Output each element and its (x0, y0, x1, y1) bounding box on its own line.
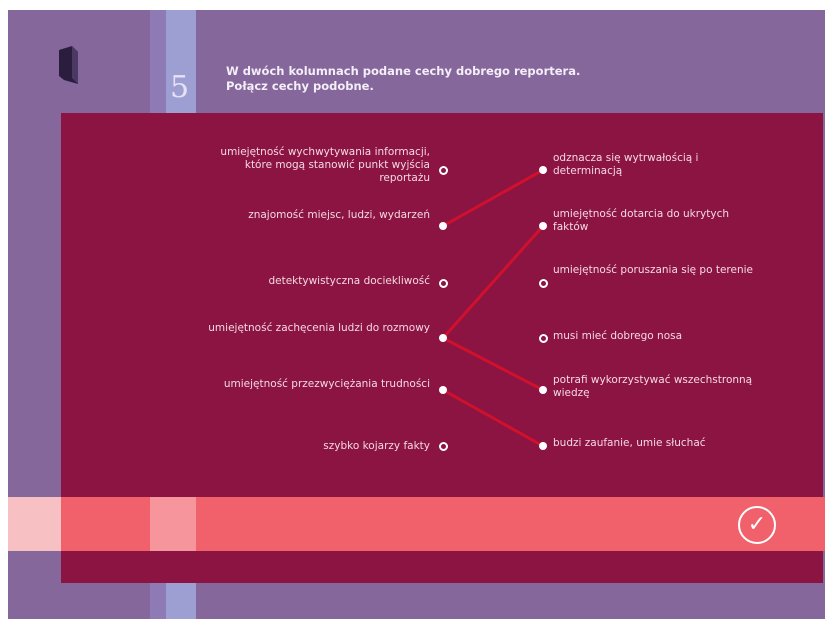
left-connector-dot[interactable] (439, 279, 448, 288)
instruction-line-2: Połącz cechy podobne. (226, 79, 374, 93)
left-item: umiejętność przezwyciężania trudności (223, 378, 430, 390)
left-connector-dot[interactable] (439, 334, 447, 342)
left-item: szybko kojarzy fakty (323, 440, 430, 452)
right-item: umiejętność dotarcia do ukrytych faktów (553, 208, 730, 233)
right-item: musi mieć dobrego nosa (553, 330, 683, 342)
right-connector-dot[interactable] (539, 386, 547, 394)
left-connector-dot[interactable] (439, 442, 448, 451)
left-item: detektywistyczna dociekliwość (268, 275, 430, 287)
exercise-screen: 5 W dwóch kolumnach podane cechy dobrego… (8, 10, 825, 619)
instruction-line-1: W dwóch kolumnach podane cechy dobrego r… (226, 64, 581, 78)
right-connector-dot[interactable] (539, 279, 548, 288)
right-connector-dot[interactable] (539, 442, 547, 450)
right-connector-dot[interactable] (539, 166, 547, 174)
bottom-bar-stripe (150, 497, 196, 551)
right-item: umiejętność poruszania się po terenie (553, 264, 754, 276)
exercise-instruction: W dwóch kolumnach podane cechy dobrego r… (226, 64, 580, 94)
right-item: budzi zaufanie, umie słuchać (553, 437, 706, 449)
check-answer-button[interactable]: ✓ (738, 506, 776, 544)
left-connector-dot[interactable] (439, 222, 447, 230)
left-connector-dot[interactable] (439, 166, 448, 175)
book-logo-icon (59, 46, 78, 84)
bottom-bar (8, 497, 825, 551)
left-connector-dot[interactable] (439, 386, 447, 394)
left-item: znajomość miejsc, ludzi, wydarzeń (248, 209, 430, 221)
left-item: umiejętność zachęcenia ludzi do rozmowy (208, 322, 430, 334)
bottom-bar-accent (8, 497, 61, 551)
right-item: odznacza się wytrwałością i determinacją (553, 152, 699, 177)
exercise-number: 5 (170, 70, 190, 105)
right-item: potrafi wykorzystywać wszechstronną wied… (553, 374, 753, 399)
left-item: umiejętność wychwytywania informacji, kt… (220, 146, 430, 184)
right-connector-dot[interactable] (539, 334, 548, 343)
right-connector-dot[interactable] (539, 222, 547, 230)
